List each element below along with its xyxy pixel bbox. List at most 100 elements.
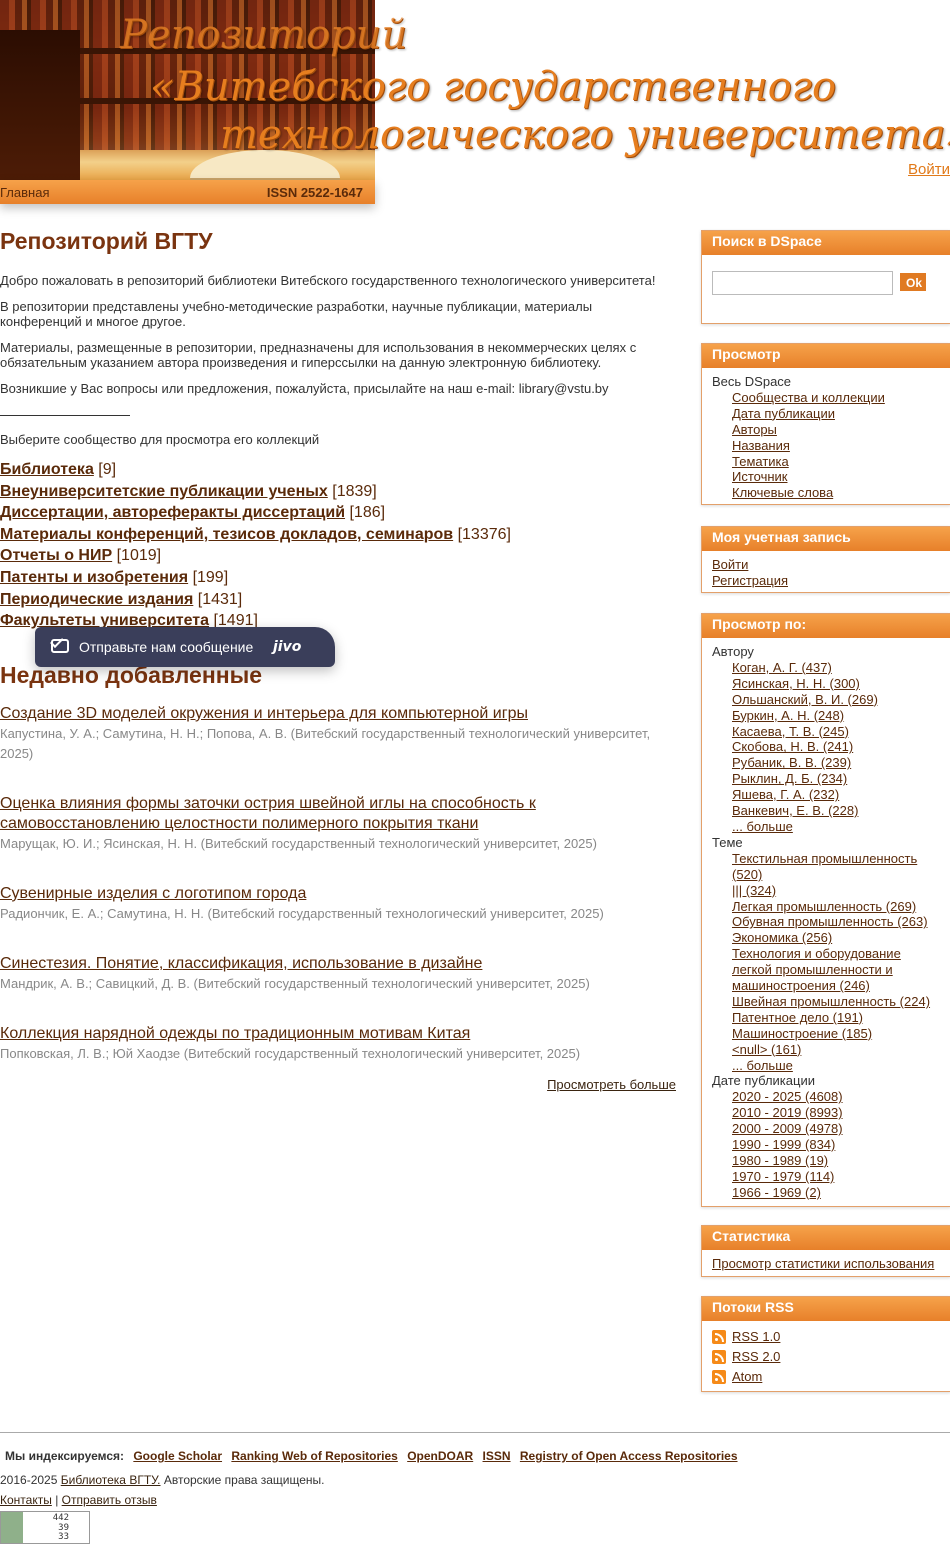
author-facet-link[interactable]: Скобова, Н. В. (241) [732, 739, 854, 755]
date-facet-link[interactable]: 2020 - 2025 (4608) [732, 1089, 843, 1105]
subject-facet-link[interactable]: ||| (324) [732, 882, 777, 898]
recent-item-title[interactable]: Коллекция нарядной одежды по традиционны… [0, 1024, 471, 1042]
date-facet-link[interactable]: 2000 - 2009 (4978) [732, 1121, 843, 1137]
roar-link[interactable]: Registry of Open Access Repositories [519, 1449, 738, 1463]
recent-item-title[interactable]: Создание 3D моделей окружения и интерьер… [0, 704, 528, 722]
chat-widget-label: Отправьте нам сообщение [79, 639, 254, 655]
subject-facet-link[interactable]: Машиностроение (185) [732, 1025, 873, 1041]
indexed-label: Мы индексируемся: [5, 1449, 124, 1463]
author-facet-link[interactable]: Рубаник, В. В. (239) [732, 755, 852, 771]
recent-item: Оценка влияния формы заточки острия швей… [0, 794, 676, 854]
date-facet-link[interactable]: 1990 - 1999 (834) [732, 1137, 836, 1153]
community-item: Факультеты университета [1491] [0, 610, 676, 632]
jivo-logo: jivo [273, 639, 302, 655]
community-count: [1431] [197, 590, 243, 608]
search-input[interactable] [712, 271, 893, 295]
usage-statistics-link[interactable]: Просмотр статистики использования [712, 1256, 935, 1271]
community-link[interactable]: Факультеты университета [0, 612, 209, 630]
subject-facet-link[interactable]: Экономика (256) [732, 930, 833, 946]
home-link[interactable]: Главная [0, 185, 50, 200]
date-facet-link[interactable]: 1966 - 1969 (2) [732, 1184, 821, 1200]
recent-item-meta: Радиончик, Е. А.; Самутина, Н. Н. (Витеб… [0, 905, 604, 921]
recent-item-meta: Попковская, Л. В.; Юй Хаодзе (Витебский … [0, 1045, 581, 1061]
recent-item-meta: Мандрик, А. В.; Савицкий, Д. В. (Витебск… [0, 975, 590, 991]
account-login-link[interactable]: Войти [712, 557, 749, 572]
subject-more-link[interactable]: ... больше [732, 1057, 793, 1073]
counter-value: 39 [58, 1523, 69, 1533]
feedback-link[interactable]: Отправить отзыв [61, 1493, 157, 1507]
date-facet-link[interactable]: 1980 - 1989 (19) [732, 1153, 829, 1168]
account-register-link[interactable]: Регистрация [712, 572, 788, 588]
subject-facet-link[interactable]: Патентное дело (191) [732, 1009, 864, 1025]
browse-titles-link[interactable]: Названия [732, 437, 790, 453]
subject-facet-link[interactable]: Швейная промышленность (224) [732, 993, 931, 1009]
rss-2-link[interactable]: RSS 2.0 [732, 1349, 781, 1365]
browse-authors-link[interactable]: Авторы [732, 421, 777, 437]
community-count: [9] [98, 461, 117, 478]
subject-facet-link[interactable]: Технология и оборудование легкой промышл… [732, 946, 901, 994]
community-link[interactable]: Материалы конференций, тезисов докладов,… [0, 525, 454, 543]
rss-item: RSS 2.0 [712, 1347, 940, 1367]
author-facet-link[interactable]: Яшева, Г. А. (232) [732, 787, 840, 803]
community-count: [13376] [457, 525, 511, 543]
date-facet-link[interactable]: 2010 - 2019 (8993) [732, 1105, 843, 1121]
author-facet-link[interactable]: Ольшанский, В. И. (269) [732, 691, 878, 707]
recent-item-title[interactable]: Синестезия. Понятие, классификация, испо… [0, 954, 483, 972]
site-header: Репозиторий «Витебского государственного… [0, 0, 950, 205]
subject-facet-link[interactable]: <null> (161) [732, 1041, 802, 1057]
subject-facet-link[interactable]: Обувная промышленность (263) [732, 914, 928, 930]
rss-1-link[interactable]: RSS 1.0 [732, 1329, 781, 1345]
recent-item-title[interactable]: Сувенирные изделия с логотипом города [0, 884, 307, 902]
browse-by-author-label: Автору [712, 644, 754, 659]
author-facet-link[interactable]: Ясинская, Н. Н. (300) [732, 675, 860, 691]
google-scholar-link[interactable]: Google Scholar [133, 1449, 223, 1463]
subject-facet-link[interactable]: Текстильная промышленность (520) [732, 850, 918, 882]
rss-icon [712, 1350, 726, 1364]
visit-counter-badge[interactable]: 442 39 33 [0, 1511, 90, 1544]
community-item: Диссертации, автореферакты диссертаций [… [0, 502, 676, 524]
community-count: [1019] [116, 547, 162, 565]
recent-item-meta: Марущак, Ю. И.; Ясинская, Н. Н. (Витебск… [0, 835, 597, 851]
author-facet-link[interactable]: Ванкевич, Е. В. (228) [732, 803, 859, 819]
webometrics-link[interactable]: Ranking Web of Repositories [231, 1449, 398, 1463]
community-item: Периодические издания [1431] [0, 589, 676, 611]
view-more-link[interactable]: Просмотреть больше [547, 1076, 676, 1092]
author-facet-link[interactable]: Рыклин, Д. Б. (234) [732, 771, 848, 787]
browse-keywords-link[interactable]: Ключевые слова [732, 485, 834, 501]
main-content: Репозиторий ВГТУ Добро пожаловать в репо… [0, 228, 676, 1092]
page-title: Репозиторий ВГТУ [0, 228, 213, 254]
date-facet-link[interactable]: 1970 - 1979 (114) [732, 1168, 835, 1184]
author-facet-link[interactable]: Буркин, А. Н. (248) [732, 707, 845, 723]
opendoar-link[interactable]: OpenDOAR [407, 1449, 474, 1463]
site-title-line2: «Витебского государственного [150, 64, 837, 110]
browse-source-link[interactable]: Источник [732, 469, 788, 485]
community-link[interactable]: Библиотека [0, 461, 94, 478]
chat-widget-button[interactable]: Отправьте нам сообщение jivo [35, 627, 335, 667]
author-facet-link[interactable]: Касаева, Т. В. (245) [732, 723, 849, 739]
author-more-link[interactable]: ... больше [732, 818, 793, 834]
breadcrumb-bar: Главная ISSN 2522-1647 [0, 180, 375, 204]
recent-item-title[interactable]: Оценка влияния формы заточки острия швей… [0, 794, 536, 832]
community-link[interactable]: Патенты и изобретения [0, 568, 189, 586]
atom-link[interactable]: Atom [732, 1369, 763, 1385]
issn-link[interactable]: ISSN [482, 1449, 511, 1463]
search-ok-button[interactable]: Ok [900, 273, 926, 291]
subject-facet-link[interactable]: Легкая промышленность (269) [732, 898, 917, 914]
browse-date-link[interactable]: Дата публикации [732, 405, 835, 421]
statistics-panel-title: Статистика [702, 1226, 950, 1250]
community-link[interactable]: Отчеты о НИР [0, 547, 113, 565]
author-facet-link[interactable]: Коган, А. Г. (437) [732, 659, 832, 675]
community-count: [1839] [332, 482, 377, 500]
community-link[interactable]: Диссертации, автореферакты диссертаций [0, 504, 346, 522]
community-item: Материалы конференций, тезисов докладов,… [0, 524, 676, 546]
browse-subjects-link[interactable]: Тематика [732, 453, 789, 469]
login-link[interactable]: Войти [908, 161, 950, 178]
community-link[interactable]: Внеуниверситетские публикации ученых [0, 482, 328, 500]
browse-communities-link[interactable]: Сообщества и коллекции [732, 389, 885, 405]
footer-separator: | [55, 1493, 59, 1507]
library-link[interactable]: Библиотека ВГТУ. [60, 1473, 161, 1487]
community-link[interactable]: Периодические издания [0, 590, 194, 608]
browse-all-label: Весь DSpace [712, 374, 792, 389]
contacts-link[interactable]: Контакты [0, 1493, 52, 1507]
browse-by-date-label: Дате публикации [712, 1073, 815, 1089]
